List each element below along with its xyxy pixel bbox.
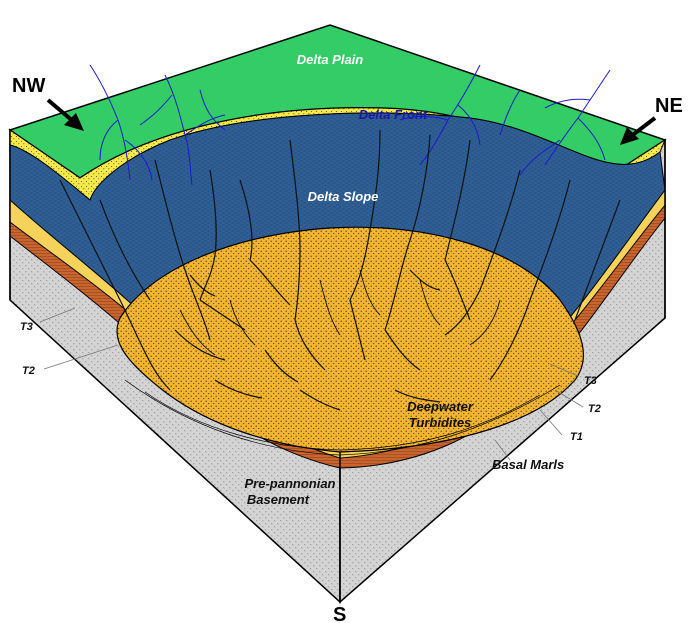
label-t2-left: T2 — [22, 365, 35, 377]
label-basement-1: Pre-pannonian — [244, 476, 335, 491]
compass-ne: NE — [655, 95, 683, 117]
turbidite-channels — [179, 269, 501, 356]
label-t2-right: T2 — [588, 403, 601, 415]
compass-nw: NW — [12, 75, 45, 97]
label-delta-front: Delta Front — [359, 107, 428, 122]
label-turbidites-1: Deepwater — [407, 399, 474, 414]
t-label-leaders — [39, 307, 584, 461]
label-t3-left: T3 — [20, 321, 33, 333]
compass-s: S — [333, 604, 346, 623]
nw-arrow-icon — [46, 98, 84, 131]
delta-plain-channels — [89, 64, 611, 186]
basin-channels — [59, 129, 621, 411]
label-delta-slope: Delta Slope — [308, 189, 379, 204]
label-basement-2: Basement — [247, 492, 310, 507]
ne-arrow-icon — [620, 116, 657, 145]
label-t3-right: T3 — [584, 375, 597, 387]
t-line-inner-1 — [144, 391, 541, 451]
label-delta-plain: Delta Plain — [297, 52, 364, 67]
label-turbidites-2: Turbidites — [409, 415, 472, 430]
turbidites-surface — [116, 226, 584, 453]
label-basal-marls: Basal Marls — [492, 457, 564, 472]
label-t1-right: T1 — [570, 431, 583, 443]
